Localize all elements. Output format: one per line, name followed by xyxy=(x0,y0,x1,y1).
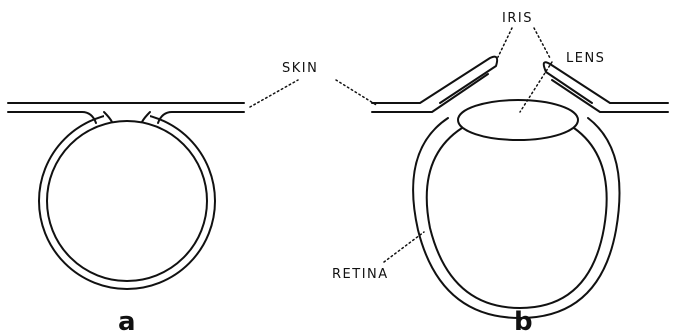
panel-b-label: b xyxy=(514,307,533,334)
retina-leader xyxy=(384,232,424,262)
lens-leader xyxy=(520,62,552,112)
panel-b-skin-right xyxy=(544,62,668,103)
panel-a-skin-inner-left xyxy=(8,112,96,123)
panel-a-structure xyxy=(8,103,244,289)
panel-b-skin-right-inner xyxy=(552,80,668,112)
skin-leader-b xyxy=(336,80,378,106)
iris-leader-right xyxy=(534,28,550,58)
skin-leader-a xyxy=(250,80,298,107)
skin-label: SKIN xyxy=(282,61,318,76)
retina-outer xyxy=(413,118,619,318)
panel-a-vesicle-inner xyxy=(47,121,207,281)
lens-label: LENS xyxy=(566,51,605,66)
iris-label: IRIS xyxy=(502,11,533,26)
panel-a-vesicle-outer xyxy=(39,113,215,289)
panel-b-structure xyxy=(372,57,668,318)
retina-label: RETINA xyxy=(332,267,389,282)
iris-leader-left xyxy=(498,28,512,57)
panel-a-label: a xyxy=(118,307,136,334)
panel-a-skin-inner-right xyxy=(158,112,244,123)
panel-b-skin-left-inner xyxy=(372,74,488,112)
lens-shape xyxy=(458,100,578,140)
retina-inner xyxy=(427,128,607,308)
